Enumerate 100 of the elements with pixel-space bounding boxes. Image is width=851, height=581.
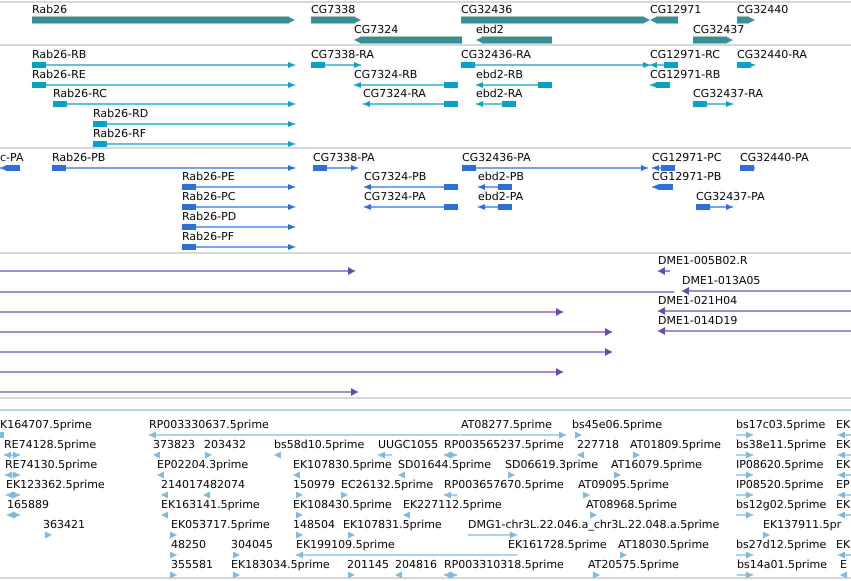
feature-label: 203432 bbox=[204, 438, 246, 451]
feature-label: Rab26-RC bbox=[53, 87, 107, 100]
feature-label: EP bbox=[836, 478, 850, 491]
feature-label: SD06619.3prime bbox=[505, 458, 598, 471]
feature-label: RP003657670.5prime bbox=[444, 478, 564, 491]
feature-label: bs12g02.5prime bbox=[736, 498, 826, 511]
feature-label: ebd2-RB bbox=[476, 68, 523, 81]
feature-label: Rab26-PD bbox=[182, 210, 236, 223]
feature-label: bs27d12.5prime bbox=[736, 538, 826, 551]
feature-label: EK107830.5prime bbox=[293, 458, 392, 471]
feature-label: EK108430.5prime bbox=[293, 498, 392, 511]
feature-label: CG32440-PA bbox=[740, 151, 809, 164]
feature-label: AT20575.5prime bbox=[588, 558, 679, 571]
feature-label: UUGC1055 bbox=[378, 438, 438, 451]
feature-label: CG7324-RA bbox=[363, 87, 426, 100]
feature-label: 373823 bbox=[153, 438, 195, 451]
feature-label: RE74128.5prime bbox=[4, 438, 96, 451]
feature-label: 150979 bbox=[293, 478, 335, 491]
feature-label: 214017 bbox=[161, 478, 203, 491]
feature-label: RE74130.5prime bbox=[5, 458, 98, 471]
feature-label: CG32437-RA bbox=[693, 87, 763, 100]
feature-label: IP08620.5prime bbox=[736, 458, 824, 471]
feature-label: 201145 bbox=[347, 558, 389, 571]
feature-label: 48250 bbox=[171, 538, 206, 551]
feature-label: DME1-021H04 bbox=[658, 294, 738, 307]
feature-label: EK bbox=[836, 438, 850, 451]
feature-label: IP08520.5prime bbox=[736, 478, 824, 491]
feature-label: Rab26-PC bbox=[182, 190, 236, 203]
feature-label: EK bbox=[836, 418, 850, 431]
feature-label: bs38e11.5prime bbox=[736, 438, 826, 451]
feature-label: CG7338-PA bbox=[313, 151, 375, 164]
feature-label: AT08968.5prime bbox=[586, 498, 677, 511]
feature-label: EK123362.5prime bbox=[6, 478, 105, 491]
feature-label: EK bbox=[836, 458, 850, 471]
feature-label: Rab26-RB bbox=[32, 48, 86, 61]
feature-label: Rab26-RF bbox=[93, 127, 146, 140]
feature-label: EK bbox=[836, 498, 850, 511]
feature-label: 204816 bbox=[395, 558, 437, 571]
feature-label: AT08277.5prime bbox=[461, 418, 552, 431]
feature-label: EK bbox=[836, 538, 850, 551]
feature-label: AT16079.5prime bbox=[611, 458, 702, 471]
feature-label: Rab26-RE bbox=[32, 68, 86, 81]
feature-label: EK163141.5prime bbox=[161, 498, 260, 511]
feature-label: E bbox=[840, 558, 847, 571]
feature-label: CG7338-RA bbox=[311, 48, 374, 61]
feature-label: Rab26-PB bbox=[52, 151, 106, 164]
feature-label: EK199109.5prime bbox=[296, 538, 395, 551]
feature-label: ebd2-PA bbox=[478, 190, 524, 203]
feature-label: Rab26-PF bbox=[182, 230, 234, 243]
feature-label: CG7324 bbox=[354, 23, 398, 36]
feature-label: CG32436 bbox=[461, 3, 512, 16]
feature-label: EK183034.5prime bbox=[231, 558, 330, 571]
feature-label: DME1-005B02.R bbox=[658, 254, 748, 267]
feature-label: bs14a01.5prime bbox=[737, 558, 827, 571]
feature-label: 227718 bbox=[577, 438, 619, 451]
feature-label: ebd2-PB bbox=[478, 170, 524, 183]
feature-label: bs58d10.5prime bbox=[274, 438, 364, 451]
feature-label: EK161728.5prime bbox=[508, 538, 607, 551]
feature-label: CG32436-PA bbox=[462, 151, 531, 164]
feature-label: Rab26-RD bbox=[93, 107, 148, 120]
feature-label: AT18030.5prime bbox=[618, 538, 709, 551]
feature-label: Rab26 bbox=[32, 3, 68, 16]
feature-label: AT09095.5prime bbox=[578, 478, 669, 491]
feature-label: CG12971-PC bbox=[652, 151, 722, 164]
feature-label: RP003565237.5prime bbox=[444, 438, 564, 451]
feature-label: CG7324-RB bbox=[354, 68, 418, 81]
feature-label: CG12971-RB bbox=[650, 68, 720, 81]
feature-label: RP003310318.5prime bbox=[444, 558, 564, 571]
feature-label: CG12971 bbox=[650, 3, 702, 16]
feature-label: EK107831.5prime bbox=[343, 518, 442, 531]
feature-label: bs17c03.5prime bbox=[736, 418, 826, 431]
feature-label: DME1-014D19 bbox=[658, 314, 738, 327]
feature-label: ebd2-RA bbox=[476, 87, 522, 100]
feature-label: CG32436-RA bbox=[461, 48, 531, 61]
feature-label: DME1-013A05 bbox=[682, 274, 760, 287]
feature-label: 165889 bbox=[7, 498, 49, 511]
feature-label: CG12971-RC bbox=[650, 48, 720, 61]
feature-label: 363421 bbox=[43, 518, 85, 531]
feature-label: CG7338 bbox=[311, 3, 356, 16]
feature-label: c-PA bbox=[0, 151, 24, 164]
feature-label: EK137911.5pr bbox=[763, 518, 842, 531]
feature-label: K164707.5prime bbox=[0, 418, 92, 431]
feature-label: ebd2 bbox=[476, 23, 504, 36]
feature-label: CG32440-RA bbox=[737, 48, 807, 61]
feature-label: EK227112.5prime bbox=[403, 498, 502, 511]
feature-label: CG12971-PB bbox=[652, 170, 722, 183]
feature-label: DMG1-chr3L.22.046.a_chr3L.22.048.a.5prime bbox=[468, 518, 720, 531]
feature-label: CG7324-PB bbox=[364, 170, 426, 183]
feature-label: bs45e06.5prime bbox=[572, 418, 662, 431]
feature-label: EP02204.3prime bbox=[157, 458, 248, 471]
feature-label: AT01809.5prime bbox=[630, 438, 721, 451]
feature-label: CG32437-PA bbox=[696, 190, 765, 203]
feature-label: 482074 bbox=[203, 478, 245, 491]
feature-label: 148504 bbox=[293, 518, 335, 531]
feature-label: CG32437 bbox=[693, 23, 744, 36]
feature-label: CG7324-PA bbox=[364, 190, 426, 203]
feature-label: EK053717.5prime bbox=[171, 518, 270, 531]
feature-label: 355581 bbox=[171, 558, 213, 571]
feature-label: CG32440 bbox=[737, 3, 788, 16]
feature-label: SD01644.5prime bbox=[398, 458, 491, 471]
